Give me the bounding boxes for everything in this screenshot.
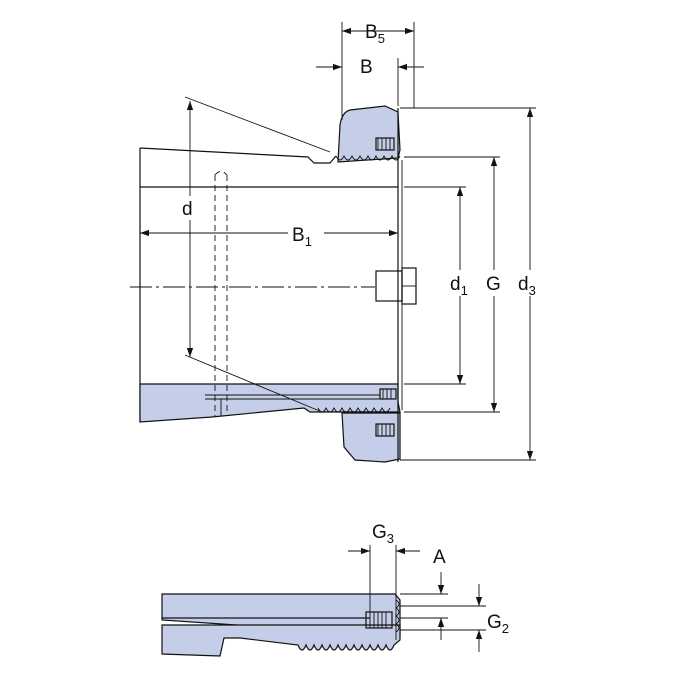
thread-lower — [317, 406, 391, 413]
label-g: G — [486, 274, 501, 295]
sleeve-upper-outline — [139, 147, 337, 164]
label-a: A — [433, 547, 446, 568]
thread-upper — [335, 154, 401, 161]
detail-dimension-lines — [348, 545, 486, 652]
oil-groove-hidden — [214, 171, 228, 416]
d-leader-bottom — [184, 354, 323, 413]
dimension-lines — [140, 22, 536, 461]
dimension-labels: B5 B d B1 d1 G d3 — [178, 22, 546, 298]
label-b: B — [360, 57, 373, 78]
label-d3: d3 — [518, 274, 536, 298]
sleeve-body-outline — [139, 148, 398, 422]
main-section-view — [130, 96, 417, 463]
detail-locking-screw — [365, 611, 393, 629]
d-leader-top — [184, 96, 331, 153]
label-b1: B1 — [292, 225, 312, 249]
label-d1: d1 — [450, 274, 468, 298]
detail-sleeve-band — [161, 624, 401, 657]
locknut-upper-section — [337, 105, 401, 163]
locking-screw-sleeve — [379, 388, 397, 400]
label-g2: G2 — [487, 612, 509, 636]
locking-screw-lower — [375, 423, 395, 437]
locking-screw-upper — [375, 137, 395, 151]
label-b5: B5 — [365, 22, 385, 46]
label-g3: G3 — [372, 522, 394, 546]
label-d: d — [182, 199, 193, 220]
detail-section-view — [161, 590, 401, 657]
locking-clip — [375, 267, 417, 305]
detail-labels: G3 A G2 — [372, 522, 509, 636]
locknut-lower-section — [341, 412, 401, 463]
